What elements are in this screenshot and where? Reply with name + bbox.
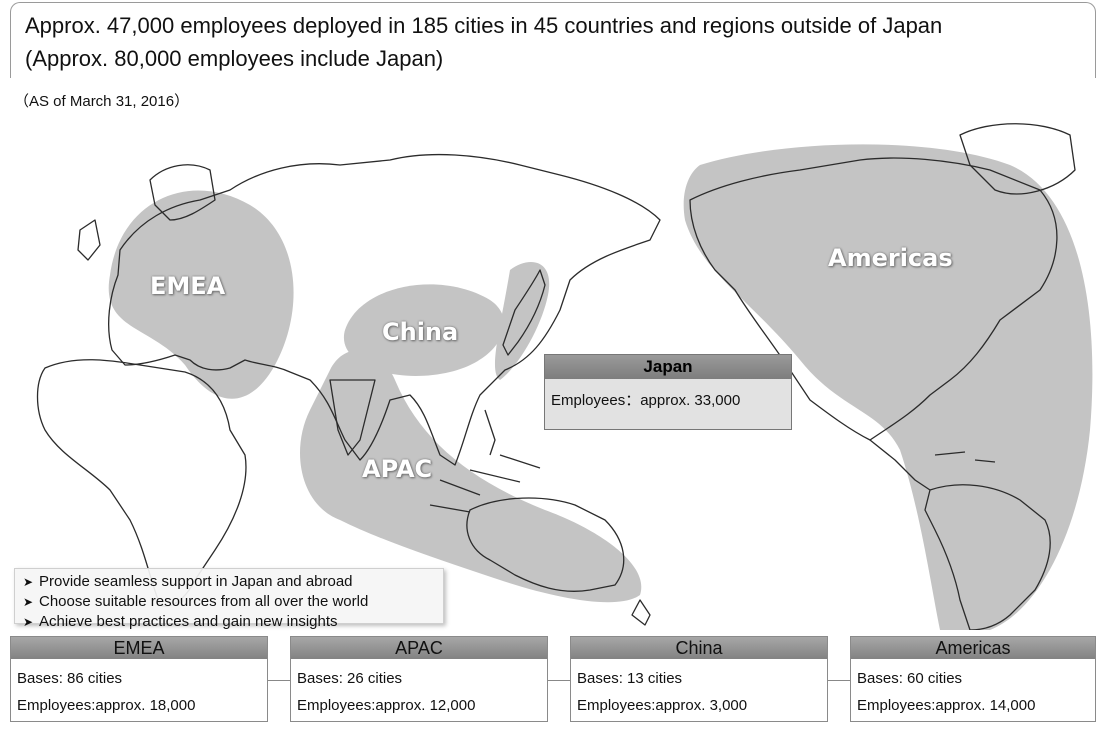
japan-region-shape	[494, 262, 550, 380]
title-line-2: (Approx. 80,000 employees include Japan)	[25, 46, 444, 71]
eurasia-outline	[108, 153, 661, 466]
stats-bases: Bases: 60 cities	[857, 670, 963, 687]
title-line-1: Approx. 47,000 employees deployed in 185…	[25, 13, 943, 38]
scandinavia-outline	[149, 164, 216, 221]
stats-box-title: APAC	[291, 637, 547, 659]
note-text: Provide seamless support in Japan and ab…	[39, 573, 353, 590]
new-zealand-outline	[631, 599, 651, 626]
china-map-label: China	[382, 318, 459, 346]
north-america-outline	[689, 157, 1058, 441]
japan-callout-employees: Employees：approx. 33,000	[551, 392, 741, 409]
notes-panel: ➤ Provide seamless support in Japan and a…	[14, 568, 444, 630]
connector-line	[548, 680, 570, 681]
arrow-bullet-icon: ➤	[23, 595, 34, 609]
stats-box-title: EMEA	[11, 637, 267, 659]
japan-callout: Japan Employees：approx. 33,000	[544, 354, 792, 430]
apac-map-label: APAC	[362, 455, 433, 483]
arrow-bullet-icon: ➤	[23, 575, 34, 589]
stats-bases: Bases: 26 cities	[297, 670, 403, 687]
americas-region-shape	[683, 144, 1093, 630]
stats-employees: Employees:approx. 12,000	[297, 697, 476, 714]
se-asia-islands-outline	[429, 409, 541, 513]
australia-outline	[466, 497, 625, 592]
apac-stats-box: APAC Bases: 26 cities Employees:approx. …	[290, 636, 548, 722]
americas-map-label: Americas	[828, 244, 953, 272]
emea-map-label: EMEA	[150, 272, 226, 300]
note-item: ➤ Achieve best practices and gain new ins…	[23, 612, 435, 632]
emea-stats-box: EMEA Bases: 86 cities Employees:approx. …	[10, 636, 268, 722]
central-america-outline	[869, 439, 931, 491]
emea-region-shape	[108, 190, 294, 399]
connector-line	[828, 680, 850, 681]
americas-stats-box: Americas Bases: 60 cities Employees:appr…	[850, 636, 1096, 722]
china-region-shape	[343, 284, 505, 376]
note-item: ➤ Choose suitable resources from all over…	[23, 592, 435, 612]
china-stats-box: China Bases: 13 cities Employees:approx.…	[570, 636, 828, 722]
india-outline	[329, 379, 376, 456]
note-item: ➤ Provide seamless support in Japan and a…	[23, 572, 435, 592]
caribbean-outline	[934, 451, 996, 463]
stats-bases: Bases: 13 cities	[577, 670, 683, 687]
greenland-outline	[959, 123, 1076, 195]
title-banner: Approx. 47,000 employees deployed in 185…	[10, 2, 1096, 78]
stats-box-title: China	[571, 637, 827, 659]
world-map	[36, 123, 1093, 630]
note-text: Choose suitable resources from all over …	[39, 593, 369, 610]
japan-callout-title: Japan	[545, 355, 791, 379]
stats-box-title: Americas	[851, 637, 1095, 659]
uk-outline	[77, 219, 101, 261]
arrow-bullet-icon: ➤	[23, 615, 34, 629]
stats-bases: Bases: 86 cities	[17, 670, 123, 687]
japan-islands-outline	[502, 269, 546, 356]
note-text: Achieve best practices and gain new insi…	[39, 613, 338, 630]
stats-employees: Employees:approx. 18,000	[17, 697, 196, 714]
stats-employees: Employees:approx. 3,000	[577, 697, 748, 714]
connector-line	[268, 680, 290, 681]
south-america-outline	[924, 484, 1051, 630]
stats-employees: Employees:approx. 14,000	[857, 697, 1036, 714]
as-of-date: （AS of March 31, 2016）	[14, 93, 190, 110]
